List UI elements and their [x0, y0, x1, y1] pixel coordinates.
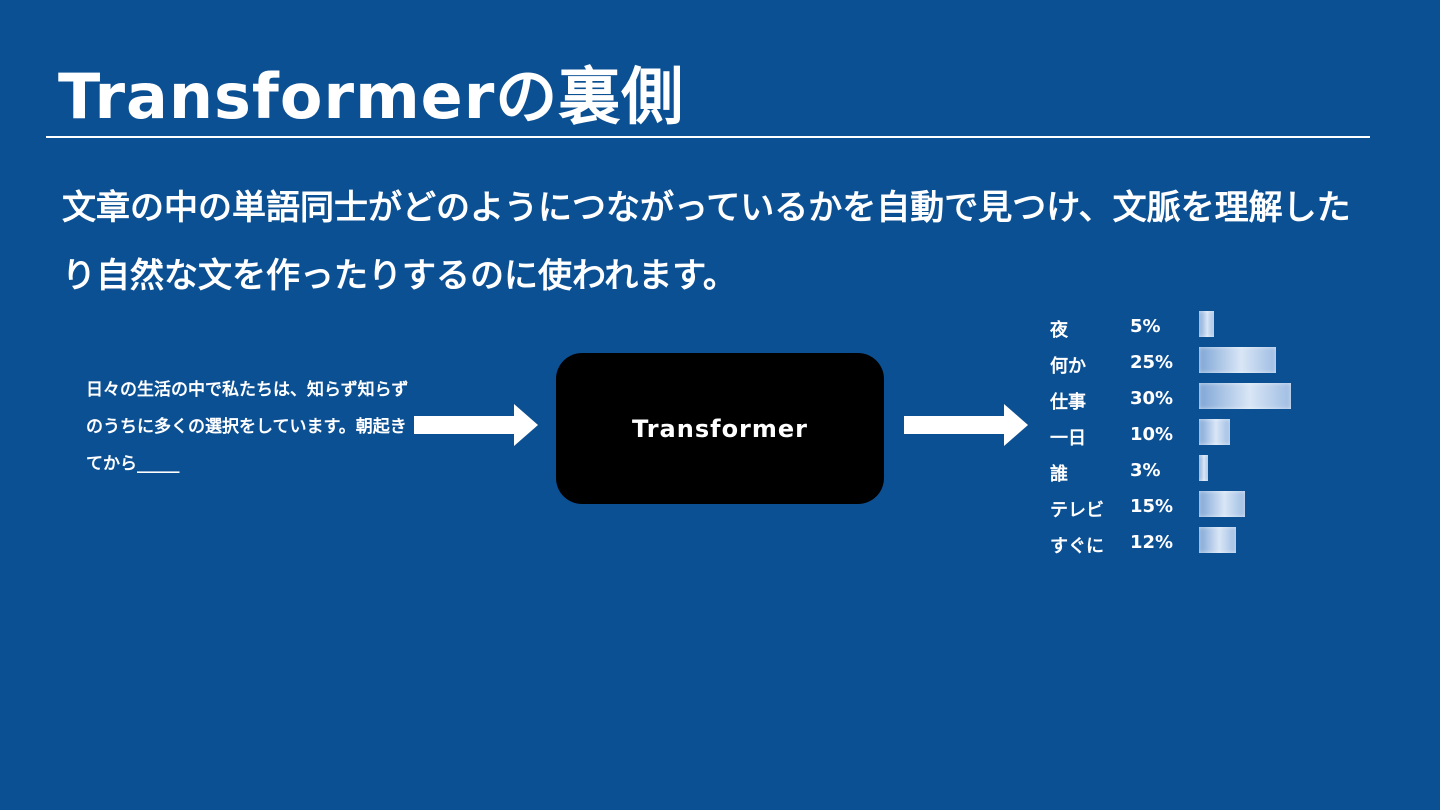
- prediction-percent: 3%: [1130, 460, 1161, 481]
- prediction-bar: [1199, 311, 1214, 337]
- prediction-row: 誰 3%: [1050, 452, 1350, 488]
- prediction-row: 一日 10%: [1050, 416, 1350, 452]
- prediction-token: 一日: [1050, 428, 1086, 449]
- transformer-label: Transformer: [631, 414, 809, 443]
- prediction-percent: 10%: [1130, 424, 1174, 445]
- output-arrow-icon: [904, 404, 1028, 446]
- prediction-token: すぐに: [1050, 536, 1104, 557]
- prediction-bar: [1199, 491, 1245, 517]
- prediction-bar: [1199, 419, 1230, 445]
- prediction-token: 何か: [1050, 356, 1086, 377]
- lead-text: 文章の中の単語同士がどのようにつながっているかを自動で見つけ、文脈を理解したり自…: [62, 188, 1351, 296]
- prediction-percent: 25%: [1130, 352, 1174, 373]
- prediction-token: 仕事: [1050, 392, 1086, 413]
- prediction-token: 夜: [1050, 320, 1068, 341]
- prediction-bar: [1199, 347, 1276, 373]
- prediction-bar: [1199, 527, 1236, 553]
- prediction-row: テレビ 15%: [1050, 488, 1350, 524]
- title-divider: [46, 136, 1370, 138]
- prediction-percent: 30%: [1130, 388, 1174, 409]
- prediction-bar: [1199, 455, 1208, 481]
- prediction-percent: 5%: [1130, 316, 1161, 337]
- prediction-row: 何か 25%: [1050, 344, 1350, 380]
- input-arrow-icon: [414, 404, 538, 446]
- prediction-percent: 15%: [1130, 496, 1174, 517]
- transformer-box: Transformer: [556, 353, 884, 504]
- page-title: Transformerの裏側: [58, 60, 685, 133]
- prediction-bar: [1199, 383, 1291, 409]
- prediction-list: 夜 5% 何か 25% 仕事 30% 一日 10% 誰 3% テレビ 15% す…: [1050, 308, 1350, 560]
- prediction-row: 仕事 30%: [1050, 380, 1350, 416]
- prediction-row: 夜 5%: [1050, 308, 1350, 344]
- input-sentence: 日々の生活の中で私たちは、知らず知らずのうちに多くの選択をしています。朝起きてか…: [86, 380, 409, 474]
- prediction-token: テレビ: [1050, 500, 1104, 521]
- prediction-percent: 12%: [1130, 532, 1174, 553]
- prediction-row: すぐに 12%: [1050, 524, 1350, 560]
- prediction-token: 誰: [1050, 464, 1068, 485]
